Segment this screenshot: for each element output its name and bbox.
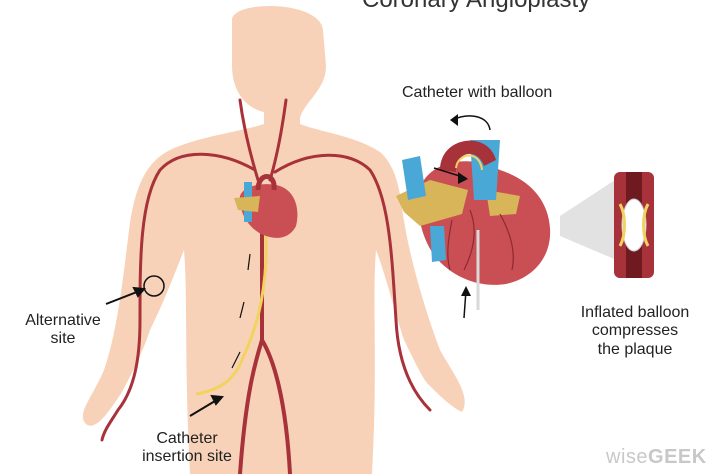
artery-cross-section	[614, 172, 654, 278]
balloon-rotation-arrowhead	[450, 114, 458, 126]
large-heart-vein-bottom	[430, 226, 446, 262]
body-heart-fat	[234, 196, 260, 212]
watermark-part1: wise	[606, 446, 648, 468]
watermark-part2: GEEK	[648, 446, 707, 468]
label-alternative-site: Alternative site	[18, 312, 108, 349]
label-inflated-line3: the plaque	[560, 341, 710, 359]
label-catheter-insertion-line2: insertion site	[122, 448, 252, 466]
label-inflated-line1: Inflated balloon	[560, 304, 710, 322]
page-title: Coronary Angioplasty	[362, 0, 590, 14]
body-silhouette	[83, 6, 465, 474]
label-inflated-line2: compresses	[560, 322, 710, 340]
label-catheter-with-balloon: Catheter with balloon	[402, 84, 552, 102]
label-inflated-balloon: Inflated balloon compresses the plaque	[560, 304, 710, 359]
label-catheter-insertion-site: Catheter insertion site	[122, 430, 252, 467]
label-alternative-site-line2: site	[18, 330, 108, 348]
head-and-neck	[232, 6, 326, 128]
label-alternative-site-line1: Alternative	[18, 312, 108, 330]
large-heart-flow-arrowhead	[461, 286, 471, 296]
wisegeek-watermark: wiseGEEK	[606, 446, 707, 469]
label-catheter-insertion-line1: Catheter	[122, 430, 252, 448]
